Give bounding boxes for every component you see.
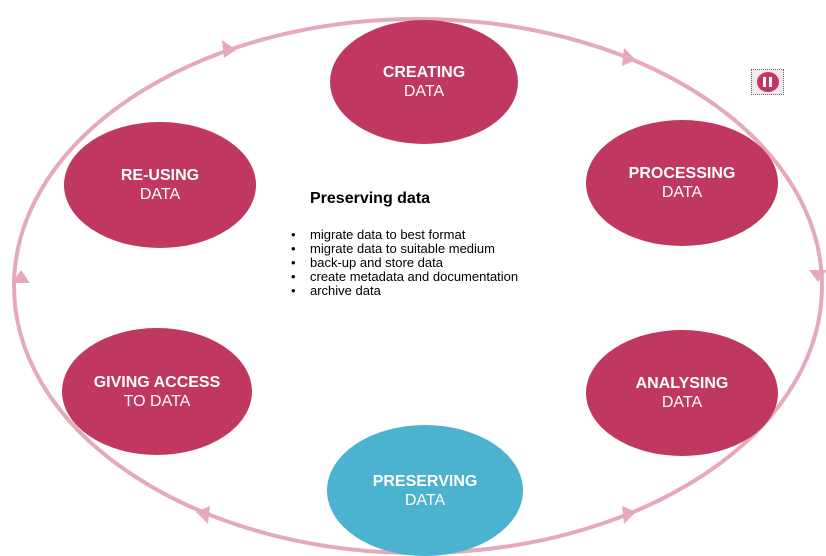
detail-bullet: migrate data to suitable medium: [290, 242, 580, 257]
detail-bullet: migrate data to best format: [290, 228, 580, 243]
stage-subtitle: DATA: [403, 83, 445, 100]
detail-bullet: archive data: [290, 284, 580, 299]
arrow-left: [12, 270, 30, 283]
detail-title: Preserving data: [310, 190, 431, 207]
stage-title: PRESERVING: [372, 472, 478, 490]
arrow-right: [809, 270, 826, 282]
arrow-bottom-left: [196, 506, 210, 524]
stage-analysing-data[interactable]: ANALYSING DATA: [586, 330, 778, 456]
stage-subtitle: DATA: [139, 186, 181, 203]
stage-preserving-data[interactable]: PRESERVING DATA: [327, 425, 523, 556]
arrow-top-right: [622, 48, 636, 66]
stage-subtitle: DATA: [404, 491, 446, 509]
stage-subtitle: DATA: [661, 184, 703, 201]
stage-title: RE-USING: [120, 167, 200, 184]
stage-processing-data[interactable]: PROCESSING DATA: [586, 120, 778, 246]
stage-giving-access-to-data[interactable]: GIVING ACCESS TO DATA: [62, 328, 252, 455]
arrow-top-left: [222, 40, 236, 58]
detail-bullet-list: migrate data to best format migrate data…: [290, 228, 580, 299]
pause-icon: [756, 72, 779, 92]
stage-title: ANALYSING: [635, 375, 729, 392]
stage-title: PROCESSING: [628, 165, 736, 182]
detail-bullet: back-up and store data: [290, 256, 580, 271]
stage-subtitle: TO DATA: [123, 392, 191, 410]
stage-title: GIVING ACCESS: [93, 373, 221, 391]
arrow-bottom-right: [622, 506, 636, 524]
detail-bullet: create metadata and documentation: [290, 270, 580, 285]
stage-creating-data[interactable]: CREATING DATA: [330, 20, 518, 144]
stage-subtitle: DATA: [661, 394, 703, 411]
stage-re-using-data[interactable]: RE-USING DATA: [64, 122, 256, 248]
pause-button[interactable]: [751, 69, 784, 95]
stage-title: CREATING: [382, 64, 466, 81]
